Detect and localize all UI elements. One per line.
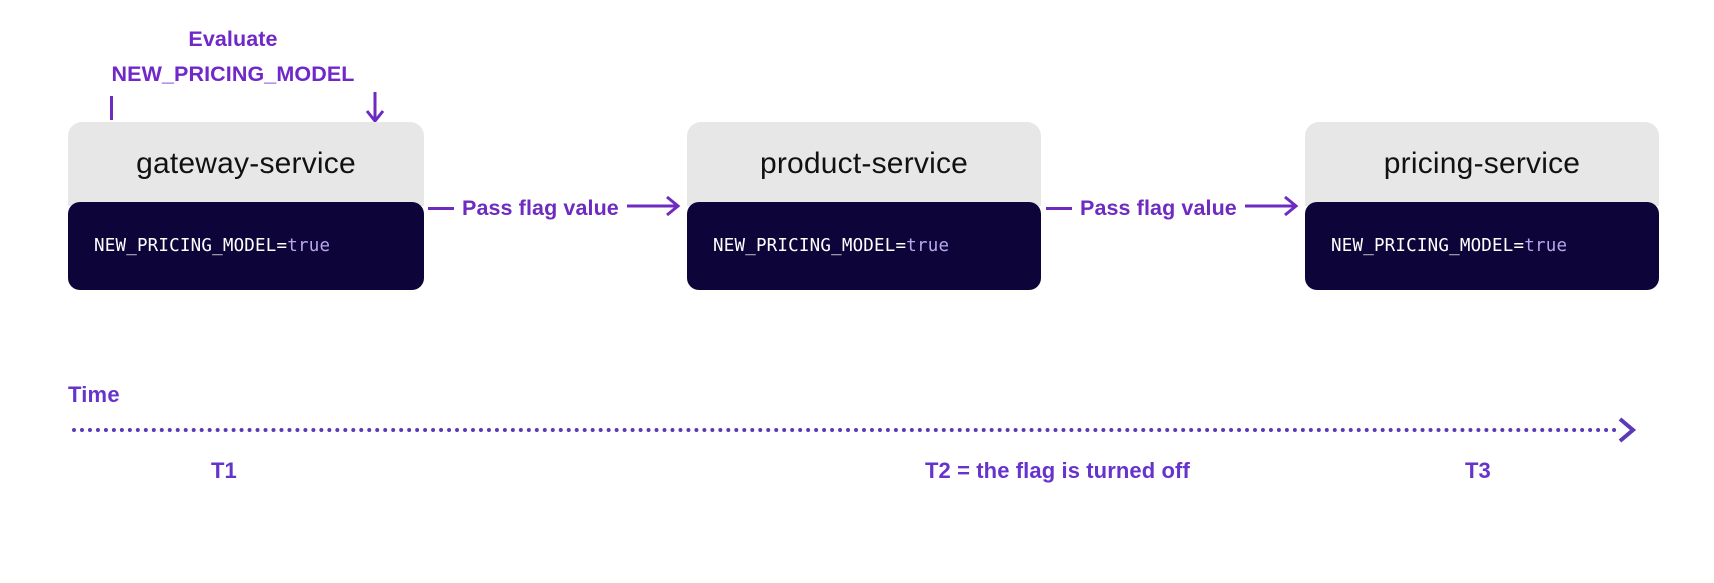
- service-node-pricing: pricing-service NEW_PRICING_MODEL = true: [1305, 122, 1659, 290]
- flag-value-product: true: [906, 236, 950, 256]
- timeline-tick-t2: T2 = the flag is turned off: [925, 458, 1190, 483]
- service-code-block-product: NEW_PRICING_MODEL = true: [687, 202, 1041, 290]
- service-name-pricing: pricing-service: [1305, 122, 1659, 206]
- flag-value-gateway: true: [287, 236, 331, 256]
- timeline-tick-t3: T3: [1465, 458, 1491, 483]
- connector-product-to-pricing: Pass flag value: [1046, 188, 1299, 228]
- evaluate-annotation-line1: Evaluate: [188, 27, 278, 51]
- connector-arrow-icon-1: [626, 194, 681, 223]
- connector-line-stub-1: [428, 206, 454, 210]
- timeline-dotted-line: [72, 428, 1618, 432]
- service-code-block-pricing: NEW_PRICING_MODEL = true: [1305, 202, 1659, 290]
- timeline-arrow-icon: [1610, 415, 1640, 445]
- flag-key-pricing: NEW_PRICING_MODEL: [1331, 236, 1514, 256]
- evaluate-annotation-line2: NEW_PRICING_MODEL: [111, 62, 355, 86]
- timeline-tick-t1: T1: [211, 458, 237, 483]
- flag-value-pricing: true: [1524, 236, 1568, 256]
- connector-label-2: Pass flag value: [1080, 195, 1237, 220]
- service-node-product: product-service NEW_PRICING_MODEL = true: [687, 122, 1041, 290]
- connector-line-stub-2: [1046, 206, 1072, 210]
- connector-label-1: Pass flag value: [462, 195, 619, 220]
- timeline-axis-label: Time: [68, 382, 120, 407]
- flag-equals-product: =: [895, 236, 907, 256]
- annotation-tick-mark: [110, 96, 113, 120]
- connector-gateway-to-product: Pass flag value: [428, 188, 681, 228]
- service-code-block-gateway: NEW_PRICING_MODEL = true: [68, 202, 424, 290]
- service-name-product: product-service: [687, 122, 1041, 206]
- annotation-down-arrow-icon: [364, 92, 386, 124]
- flag-key-gateway: NEW_PRICING_MODEL: [94, 236, 277, 256]
- flag-equals-gateway: =: [276, 236, 288, 256]
- service-node-gateway: gateway-service NEW_PRICING_MODEL = true: [68, 122, 424, 290]
- connector-arrow-icon-2: [1244, 194, 1299, 223]
- flag-equals-pricing: =: [1513, 236, 1525, 256]
- flag-key-product: NEW_PRICING_MODEL: [713, 236, 896, 256]
- evaluate-annotation: Evaluate NEW_PRICING_MODEL: [68, 22, 398, 92]
- service-name-gateway: gateway-service: [68, 122, 424, 206]
